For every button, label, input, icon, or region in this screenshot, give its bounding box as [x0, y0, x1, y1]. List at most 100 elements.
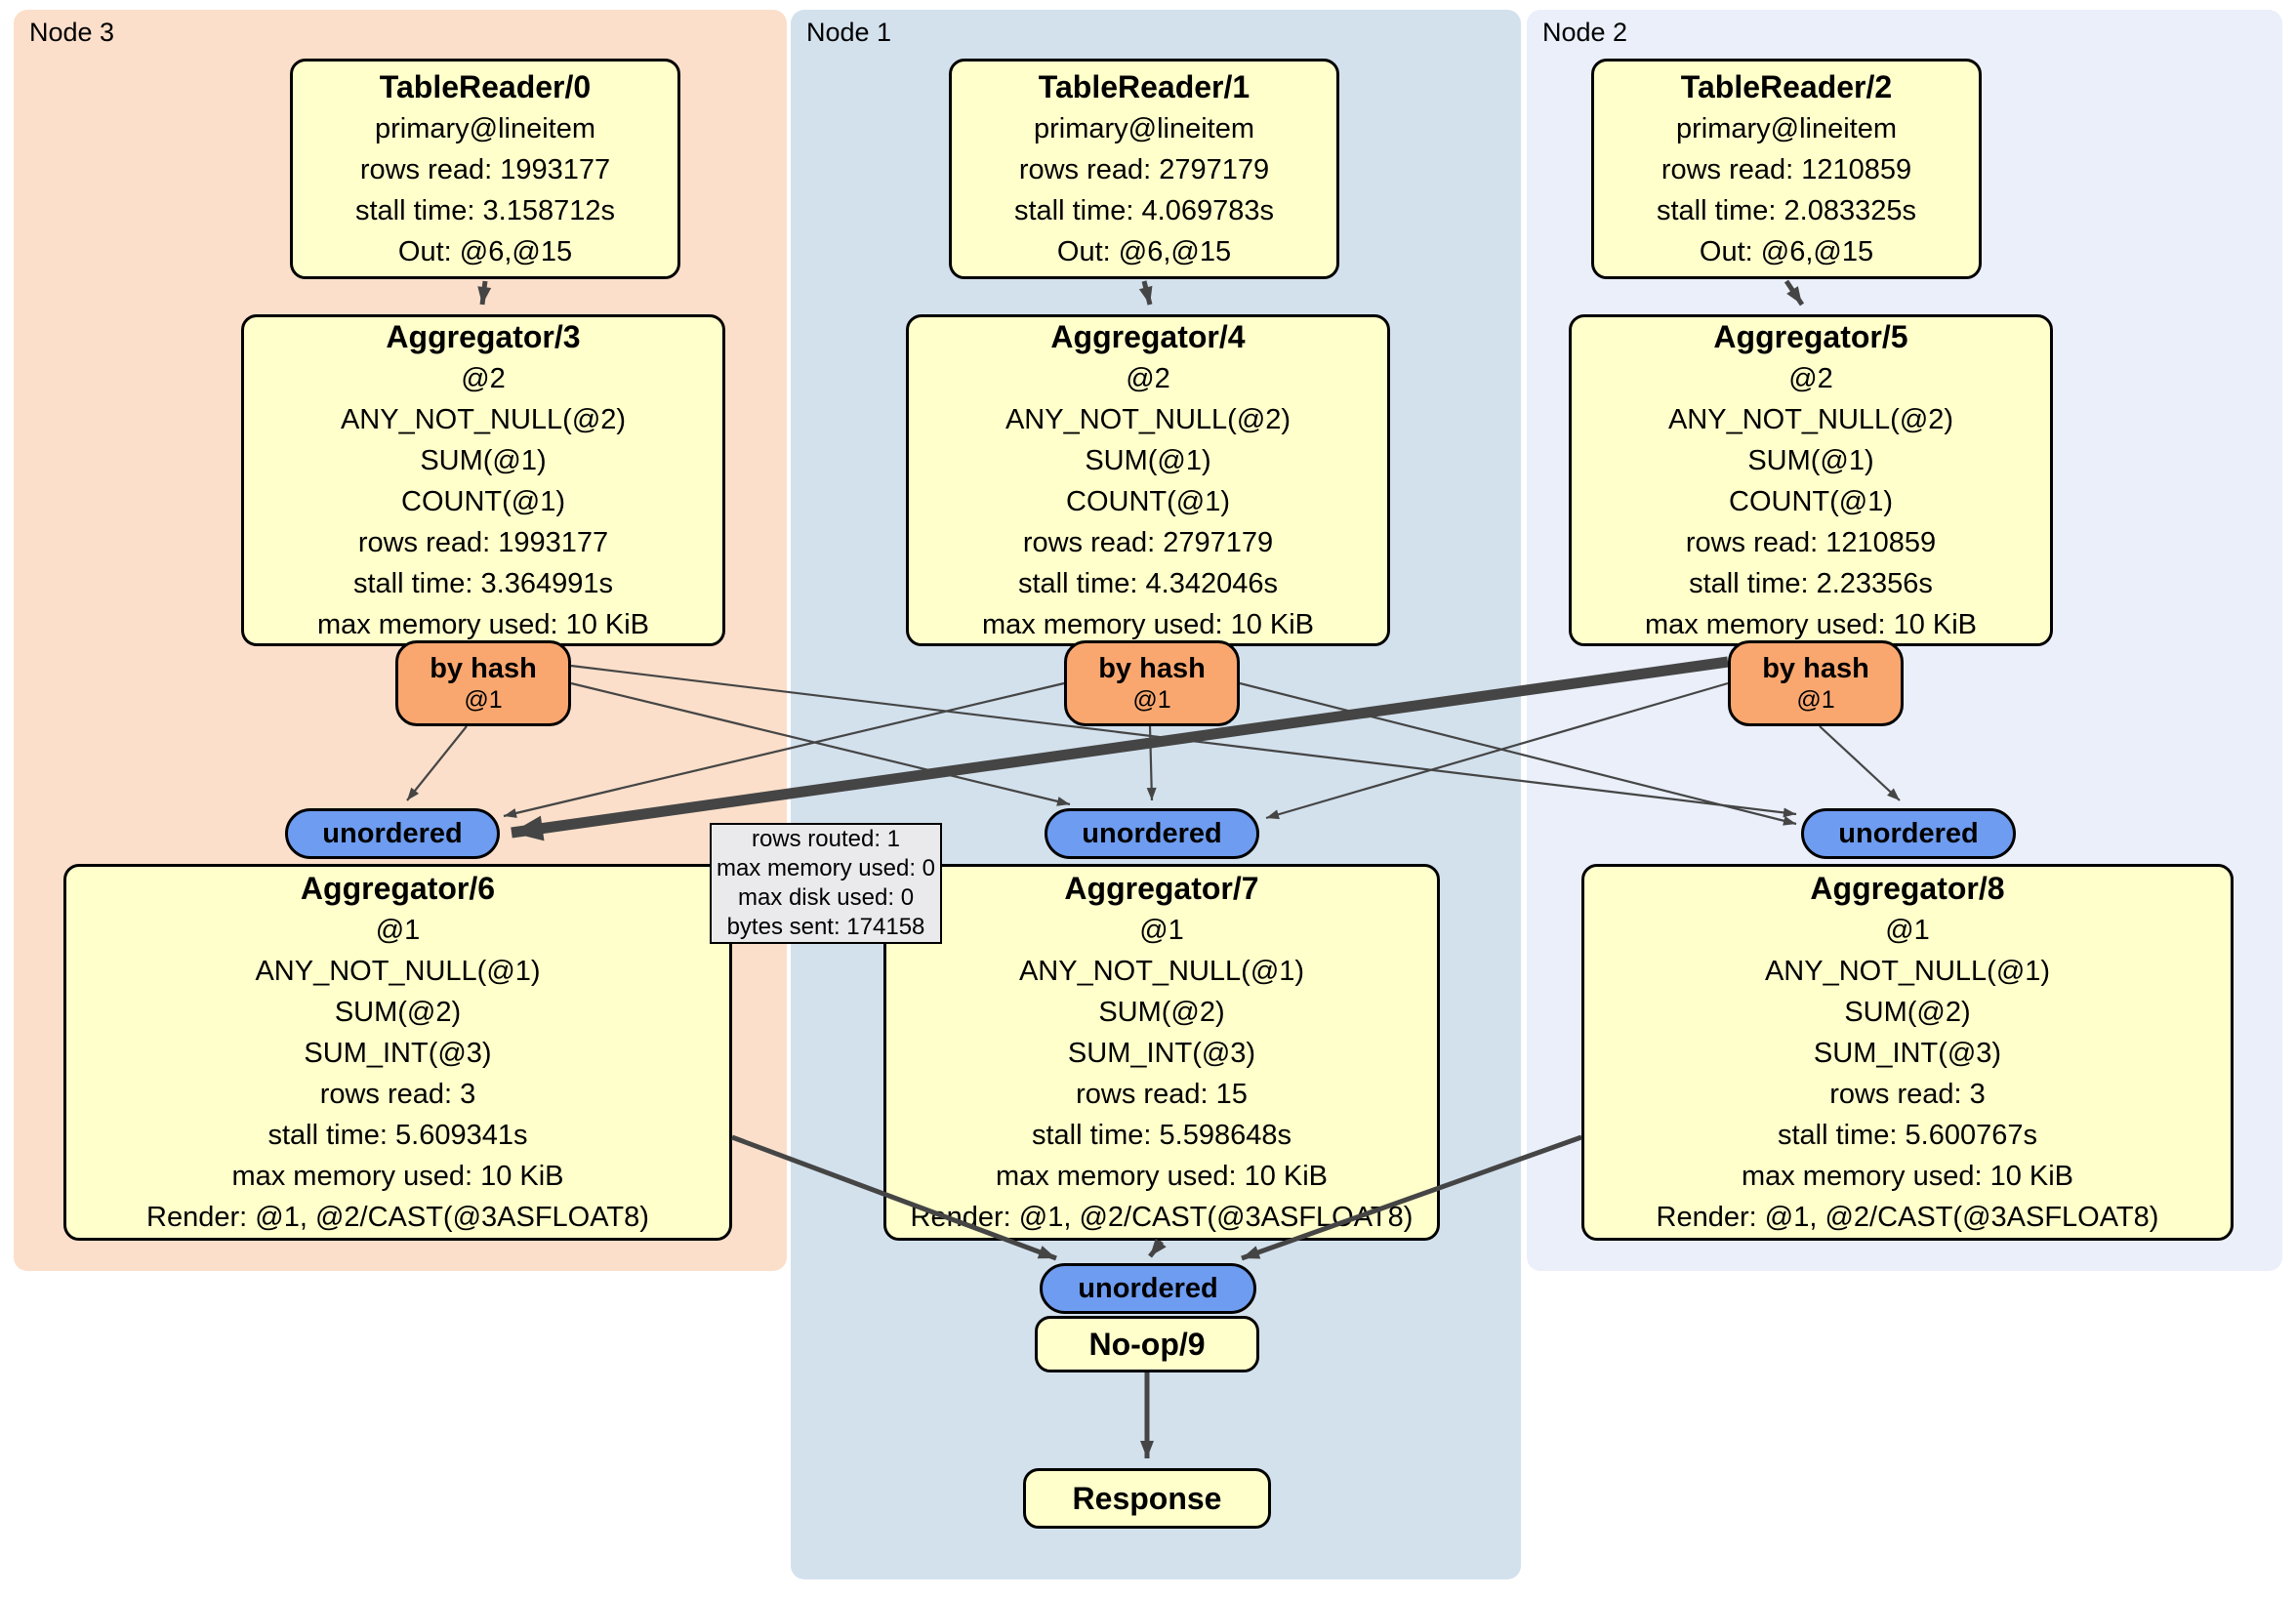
processor-detail: ANY_NOT_NULL(@1)	[1018, 956, 1305, 987]
processor-detail: ANY_NOT_NULL(@2)	[1004, 404, 1292, 435]
processor-title: TableReader/1	[1038, 69, 1250, 104]
processor-aggregator-4[interactable]: Aggregator/4 @2 ANY_NOT_NULL(@2) SUM(@1)…	[906, 314, 1390, 646]
processor-title: TableReader/0	[379, 69, 592, 104]
processor-detail: max memory used: 10 KiB	[1644, 609, 1978, 640]
processor-aggregator-7[interactable]: Aggregator/7 @1 ANY_NOT_NULL(@1) SUM(@2)…	[883, 864, 1440, 1241]
processor-detail: max memory used: 10 KiB	[231, 1161, 564, 1192]
sync-label: unordered	[1082, 817, 1222, 849]
processor-detail: stall time: 3.158712s	[355, 195, 615, 226]
processor-detail: SUM(@2)	[334, 997, 462, 1028]
router-label: by hash	[430, 653, 537, 684]
router-by-hash-node1[interactable]: by hash @1	[1064, 640, 1240, 726]
processor-detail: SUM(@1)	[1085, 445, 1211, 476]
processor-aggregator-8[interactable]: Aggregator/8 @1 ANY_NOT_NULL(@1) SUM(@2)…	[1581, 864, 2234, 1241]
processor-title: Aggregator/4	[1050, 319, 1246, 354]
processor-detail: COUNT(@1)	[1066, 486, 1230, 517]
processor-detail: max memory used: 10 KiB	[981, 609, 1315, 640]
processor-detail: @2	[1788, 363, 1833, 394]
processor-detail: Out: @6,@15	[397, 236, 573, 267]
processor-title: No-op/9	[1088, 1327, 1206, 1362]
processor-detail: primary@lineitem	[374, 113, 596, 144]
processor-detail: stall time: 2.083325s	[1657, 195, 1916, 226]
router-stream: @1	[1796, 686, 1835, 714]
processor-detail: rows read: 15	[1076, 1079, 1248, 1110]
processor-response[interactable]: Response	[1023, 1468, 1271, 1529]
processor-detail: SUM(@1)	[420, 445, 547, 476]
processor-detail: Out: @6,@15	[1699, 236, 1874, 267]
processor-detail: rows read: 1210859	[1685, 527, 1937, 558]
processor-detail: @1	[375, 915, 421, 946]
processor-detail: stall time: 5.598648s	[1032, 1120, 1292, 1151]
processor-title: Aggregator/5	[1713, 319, 1908, 354]
tooltip-line: bytes sent: 174158	[726, 914, 925, 940]
processor-aggregator-5[interactable]: Aggregator/5 @2 ANY_NOT_NULL(@2) SUM(@1)…	[1569, 314, 2053, 646]
processor-aggregator-3[interactable]: Aggregator/3 @2 ANY_NOT_NULL(@2) SUM(@1)…	[241, 314, 725, 646]
router-label: by hash	[1098, 653, 1206, 684]
tooltip-line: max disk used: 0	[737, 884, 915, 911]
router-label: by hash	[1762, 653, 1869, 684]
sync-label: unordered	[322, 817, 463, 849]
processor-aggregator-6[interactable]: Aggregator/6 @1 ANY_NOT_NULL(@1) SUM(@2)…	[63, 864, 732, 1241]
panel-node2-label: Node 2	[1542, 18, 1628, 47]
router-by-hash-node3[interactable]: by hash @1	[395, 640, 571, 726]
processor-detail: COUNT(@1)	[1729, 486, 1893, 517]
processor-detail: rows read: 2797179	[1022, 527, 1274, 558]
processor-detail: SUM_INT(@3)	[1067, 1038, 1256, 1069]
sync-unordered-node3[interactable]: unordered	[285, 808, 500, 859]
panel-node3-label: Node 3	[29, 18, 115, 47]
processor-detail: ANY_NOT_NULL(@2)	[1667, 404, 1954, 435]
processor-detail: stall time: 4.342046s	[1018, 568, 1278, 599]
processor-detail: @2	[1126, 363, 1170, 394]
processor-detail: Out: @6,@15	[1056, 236, 1232, 267]
processor-detail: SUM(@2)	[1098, 997, 1225, 1028]
processor-detail: rows read: 3	[319, 1079, 476, 1110]
processor-detail: Render: @1, @2/CAST(@3ASFLOAT8)	[1656, 1202, 2159, 1233]
processor-tablereader-1[interactable]: TableReader/1 primary@lineitem rows read…	[949, 59, 1339, 279]
stream-stats-tooltip: rows routed: 1 max memory used: 0 max di…	[710, 823, 942, 944]
processor-detail: SUM_INT(@3)	[304, 1038, 492, 1069]
processor-detail: stall time: 5.600767s	[1778, 1120, 2037, 1151]
processor-detail: SUM_INT(@3)	[1813, 1038, 2002, 1069]
router-by-hash-node2[interactable]: by hash @1	[1728, 640, 1904, 726]
sync-label: unordered	[1838, 817, 1979, 849]
processor-detail: @1	[1885, 915, 1930, 946]
processor-detail: max memory used: 10 KiB	[995, 1161, 1329, 1192]
router-stream: @1	[1132, 686, 1171, 714]
processor-detail: stall time: 2.23356s	[1689, 568, 1933, 599]
processor-detail: primary@lineitem	[1675, 113, 1898, 144]
sync-unordered-node1[interactable]: unordered	[1045, 808, 1259, 859]
processor-detail: Render: @1, @2/CAST(@3ASFLOAT8)	[910, 1202, 1414, 1233]
processor-detail: @1	[1139, 915, 1184, 946]
processor-tablereader-2[interactable]: TableReader/2 primary@lineitem rows read…	[1591, 59, 1982, 279]
processor-tablereader-0[interactable]: TableReader/0 primary@lineitem rows read…	[290, 59, 680, 279]
processor-detail: rows read: 1210859	[1660, 154, 1912, 185]
processor-title: TableReader/2	[1680, 69, 1893, 104]
processor-detail: max memory used: 10 KiB	[1741, 1161, 2074, 1192]
processor-detail: stall time: 3.364991s	[353, 568, 613, 599]
processor-title: Aggregator/6	[300, 871, 496, 906]
panel-node1-label: Node 1	[806, 18, 892, 47]
processor-detail: ANY_NOT_NULL(@1)	[255, 956, 541, 987]
processor-title: Aggregator/3	[386, 319, 581, 354]
processor-title: Aggregator/7	[1064, 871, 1259, 906]
processor-detail: stall time: 5.609341s	[267, 1120, 528, 1151]
processor-detail: @2	[461, 363, 506, 394]
processor-detail: rows read: 1993177	[359, 154, 611, 185]
processor-detail: stall time: 4.069783s	[1014, 195, 1274, 226]
sync-unordered-final[interactable]: unordered	[1040, 1263, 1256, 1314]
processor-detail: rows read: 3	[1829, 1079, 1986, 1110]
processor-detail: rows read: 1993177	[357, 527, 609, 558]
processor-detail: COUNT(@1)	[401, 486, 565, 517]
processor-title: Response	[1072, 1481, 1222, 1516]
sync-unordered-node2[interactable]: unordered	[1801, 808, 2016, 859]
processor-detail: max memory used: 10 KiB	[316, 609, 650, 640]
processor-noop-9[interactable]: No-op/9	[1035, 1316, 1259, 1372]
sync-label: unordered	[1078, 1272, 1218, 1304]
processor-detail: SUM(@2)	[1844, 997, 1971, 1028]
tooltip-line: rows routed: 1	[751, 826, 901, 852]
processor-title: Aggregator/8	[1810, 871, 2005, 906]
processor-detail: rows read: 2797179	[1018, 154, 1270, 185]
tooltip-line: max memory used: 0	[716, 855, 936, 881]
processor-detail: ANY_NOT_NULL(@2)	[340, 404, 627, 435]
